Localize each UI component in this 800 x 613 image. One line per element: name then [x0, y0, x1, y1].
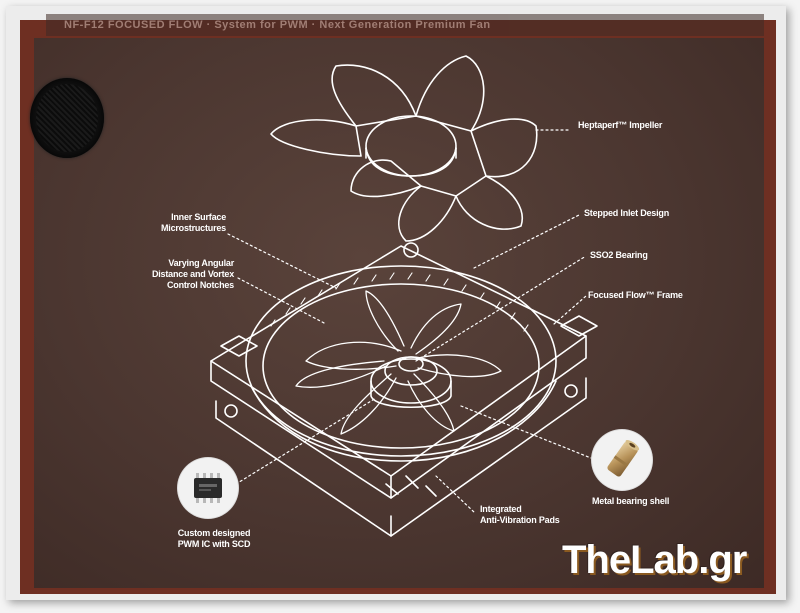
label-pwm-ic: Custom designed PWM IC with SCD [166, 528, 262, 550]
thelab-watermark: TheLab.gr [562, 538, 747, 583]
leader-focused [553, 295, 587, 325]
bearing-shell-thumbnail [592, 430, 652, 490]
leader-anti-vibration [435, 475, 475, 513]
bearing-icon [607, 440, 640, 477]
label-varying-angular: Varying Angular Distance and Vortex Cont… [146, 258, 234, 291]
chip-icon [194, 473, 222, 503]
label-focused-flow: Focused Flow™ Frame [588, 290, 683, 300]
label-inner-surface: Inner Surface Microstructures [156, 212, 226, 234]
label-stepped-inlet: Stepped Inlet Design [584, 208, 670, 218]
fan-exploded-diagram [210, 55, 598, 537]
label-varying-angular-text: Varying Angular Distance and Vortex Cont… [151, 258, 234, 290]
label-metal-shell: Metal bearing shell [592, 496, 670, 506]
leader-metal-shell [460, 405, 592, 459]
leader-stepped-inlet [473, 213, 582, 269]
pwm-ic-thumbnail [178, 458, 238, 518]
label-pwm-ic-text: Custom designed PWM IC with SCD [177, 528, 251, 549]
leader-pwm [235, 397, 377, 485]
impeller-drawing [270, 55, 538, 242]
photo-frame: NF-F12 FOCUSED FLOW · System for PWM · N… [6, 6, 786, 600]
label-impeller: Heptaperf™ Impeller [578, 120, 663, 130]
label-sso2-bearing: SSO2 Bearing [590, 250, 648, 260]
leader-sso2 [415, 255, 587, 362]
frame-drawing [210, 242, 598, 537]
label-anti-vibration-text: Integrated Anti-Vibration Pads [480, 504, 560, 525]
label-inner-surface-text: Inner Surface Microstructures [160, 212, 226, 233]
leader-varying [237, 277, 327, 325]
watermark-suffix: .gr [698, 538, 747, 582]
label-anti-vibration: Integrated Anti-Vibration Pads [480, 504, 560, 526]
product-box-panel [34, 38, 764, 588]
leader-inner-surface [227, 233, 337, 289]
velcro-dot [30, 78, 104, 158]
watermark-main: TheLab [562, 538, 699, 582]
header-strip: NF-F12 FOCUSED FLOW · System for PWM · N… [46, 14, 764, 36]
